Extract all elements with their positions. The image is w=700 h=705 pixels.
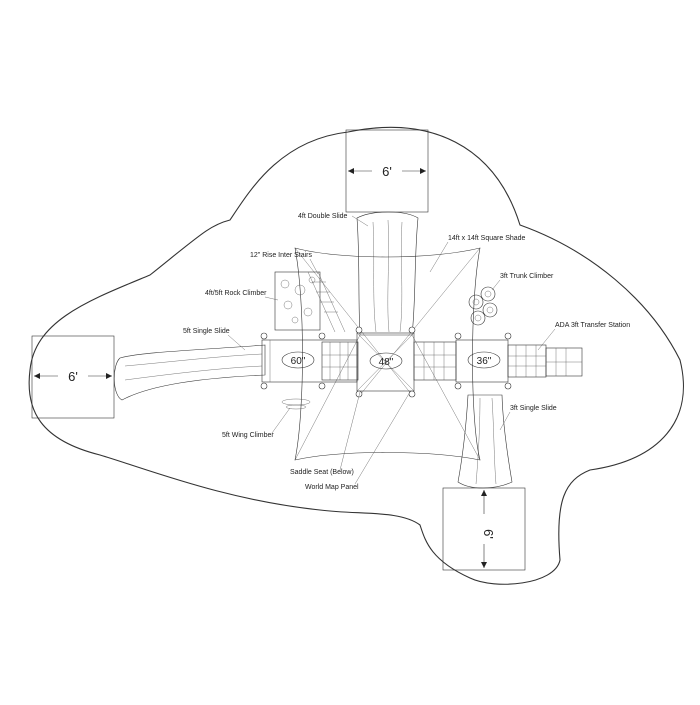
deck-oval-60 — [281, 351, 315, 369]
shade-diagonal-4 — [411, 334, 481, 461]
left-arrow-head-left — [34, 373, 40, 379]
shade-diagonal-3 — [294, 334, 361, 461]
left-zone-label: 6' — [68, 369, 78, 384]
label-stairs: 12" Rise Inter Stairs — [250, 252, 313, 259]
shade-diagonal-2 — [359, 247, 481, 396]
bottom-arrow-head-top — [481, 490, 487, 496]
left-single-slide — [113, 344, 266, 401]
label-shade: 14ft x 14ft Square Shade — [448, 235, 526, 242]
double-slide — [356, 211, 419, 336]
left-arrow-head-right — [106, 373, 112, 379]
wing-climber — [281, 398, 311, 410]
label-single-slide-5: 5ft Single Slide — [183, 328, 230, 335]
deck-label-36: 36" — [477, 356, 492, 367]
label-transfer-station: ADA 3ft Transfer Station — [555, 322, 630, 329]
bottom-zone-label: 6' — [481, 529, 496, 539]
top-zone-label: 6' — [382, 164, 392, 179]
callouts: 4ft Double Slide 14ft x 14ft Square Shad… — [183, 213, 630, 491]
shade-diagonal-1 — [294, 247, 413, 396]
deck-oval-36 — [467, 351, 501, 369]
label-trunk-climber: 3ft Trunk Climber — [500, 273, 554, 280]
top-arrow-head-left — [348, 168, 354, 174]
label-single-slide-3: 3ft Single Slide — [510, 405, 557, 412]
label-world-map: World Map Panel — [305, 484, 359, 491]
rock-climber — [274, 271, 321, 331]
label-saddle-seat: Saddle Seat (Below) — [290, 469, 354, 476]
deck-oval-48 — [369, 352, 403, 370]
inter-stairs — [307, 271, 346, 333]
deck-posts — [260, 326, 512, 398]
deck-grid — [269, 332, 582, 392]
top-arrow-head-right — [420, 168, 426, 174]
label-wing-climber: 5ft Wing Climber — [222, 432, 274, 439]
trunk-climber — [468, 286, 498, 326]
bottom-arrow-head-bottom — [481, 562, 487, 568]
square-shade — [294, 247, 481, 461]
safety-zone-outline — [28, 126, 684, 585]
deck-label-60: 60" — [291, 356, 306, 367]
deck-strip — [261, 332, 583, 392]
label-rock-climber: 4ft/5ft Rock Climber — [205, 290, 267, 297]
right-single-slide — [457, 394, 513, 489]
deck-label-48: 48" — [379, 357, 394, 368]
label-double-slide: 4ft Double Slide — [298, 213, 348, 220]
